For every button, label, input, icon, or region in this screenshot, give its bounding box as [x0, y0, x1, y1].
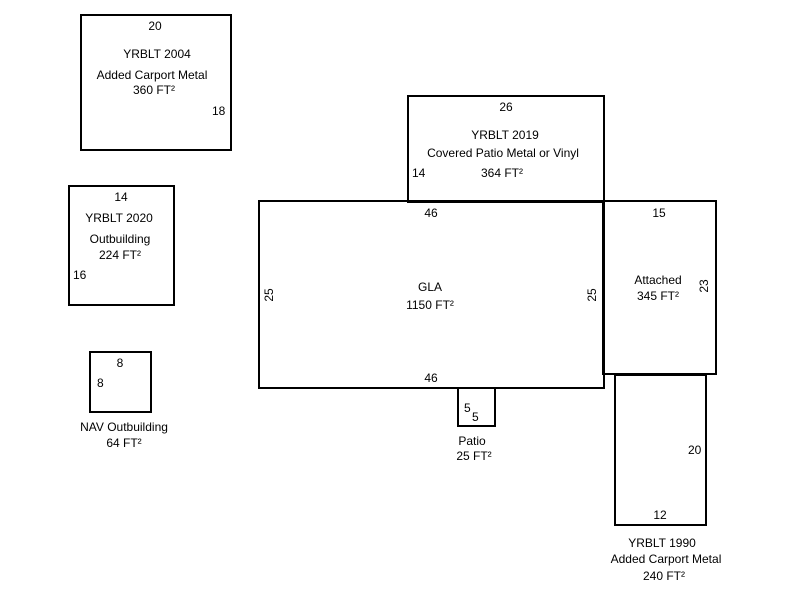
gla-bottom-dimension: 46 — [424, 371, 438, 385]
outbuilding-2020-top-dimension: 14 — [114, 190, 128, 204]
covered-patio-2019-top-dimension: 26 — [499, 100, 513, 114]
gla-top-dimension: 46 — [424, 206, 438, 220]
outbuilding-2020-area: 224 FT² — [98, 248, 142, 262]
gla-right-dimension: 25 — [585, 288, 599, 302]
carport-2004-top-dimension: 20 — [148, 19, 162, 33]
carport-1990-year: YRBLT 1990 — [628, 536, 696, 550]
covered-patio-2019-label: Covered Patio Metal or Vinyl — [427, 146, 579, 160]
nav-outbuilding-top-dimension: 8 — [116, 356, 124, 370]
carport-2004-year: YRBLT 2004 — [123, 47, 191, 61]
gla-label: GLA — [417, 280, 443, 294]
nav-outbuilding-label: NAV Outbuilding — [80, 420, 168, 434]
patio-side-dimension: 5 — [464, 401, 471, 415]
nav-outbuilding-outline — [89, 351, 152, 413]
nav-outbuilding-area: 64 FT² — [106, 436, 142, 450]
attached-side-dimension: 23 — [697, 279, 711, 293]
covered-patio-2019-side-dimension: 14 — [412, 166, 426, 180]
covered-patio-2019-area: 364 FT² — [480, 166, 524, 180]
outbuilding-2020-label: Outbuilding — [89, 232, 151, 246]
patio-area: 25 FT² — [456, 449, 492, 463]
carport-2004-area: 360 FT² — [132, 83, 176, 97]
patio-inner-dimension: 5 — [472, 410, 479, 424]
patio-label: Patio — [458, 434, 486, 448]
carport-1990-bottom-dimension: 12 — [653, 508, 667, 522]
gla-outline — [258, 200, 605, 389]
carport-2004-side-dimension: 18 — [212, 104, 226, 118]
gla-left-dimension: 25 — [262, 288, 276, 302]
covered-patio-2019-year: YRBLT 2019 — [471, 128, 539, 142]
nav-outbuilding-side-dimension: 8 — [97, 376, 104, 390]
carport-1990-label: Added Carport Metal — [610, 552, 722, 566]
gla-area: 1150 FT² — [406, 298, 454, 312]
carport-1990-outline — [614, 374, 707, 526]
carport-1990-area: 240 FT² — [642, 569, 686, 583]
patio-outline — [457, 387, 496, 427]
outbuilding-2020-side-dimension: 16 — [73, 268, 87, 282]
attached-area: 345 FT² — [636, 289, 680, 303]
carport-2004-label: Added Carport Metal — [96, 68, 208, 82]
outbuilding-2020-outline — [68, 185, 175, 306]
attached-label: Attached — [634, 273, 682, 287]
carport-2004-outline — [80, 14, 232, 151]
outbuilding-2020-year: YRBLT 2020 — [85, 211, 153, 225]
covered-patio-2019-outline — [407, 95, 605, 203]
attached-top-dimension: 15 — [652, 206, 666, 220]
carport-1990-side-dimension: 20 — [688, 443, 702, 457]
